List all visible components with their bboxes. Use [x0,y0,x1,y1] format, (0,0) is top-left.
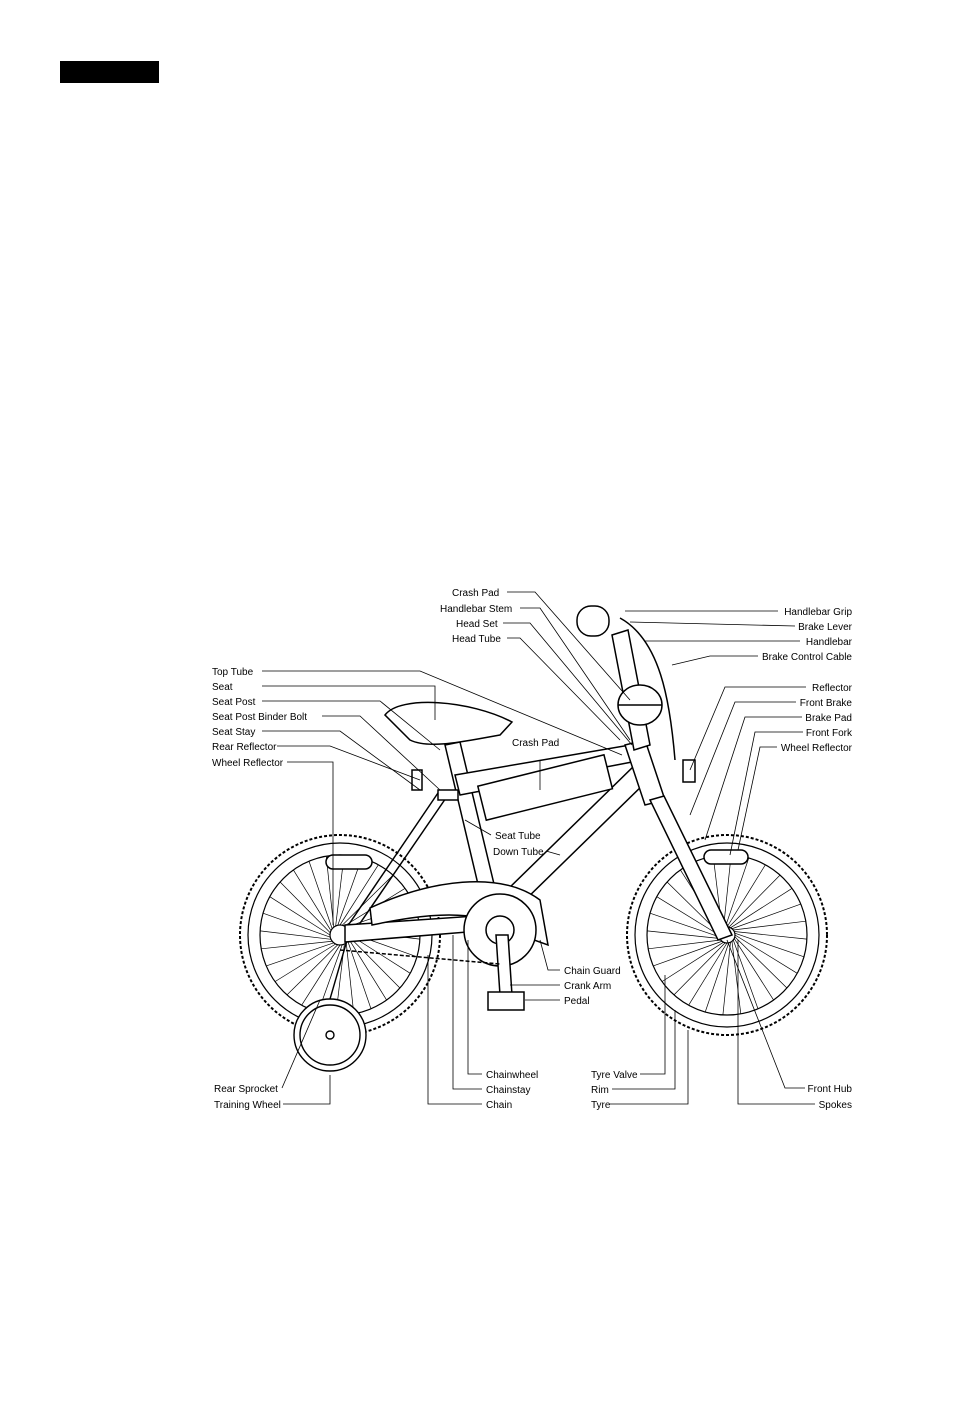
spoke [733,920,806,931]
spoke [731,941,742,1014]
spoke [260,930,332,940]
spoke [349,936,401,989]
label-training-wheel: Training Wheel [214,1100,281,1111]
spoke [262,912,331,938]
training-wheel [293,929,367,1072]
spoke [347,941,372,1009]
label-seat-stay: Seat Stay [212,727,255,738]
spoke [656,896,720,936]
label-head-tube: Head Tube [452,634,501,645]
spoke [653,940,723,967]
label-seat-post: Seat Post [212,697,256,708]
spoke [293,869,332,931]
label-front-brake: Front Brake [800,698,853,709]
header-bar [60,61,159,83]
label-handlebar-grip: Handlebar Grip [784,607,852,618]
label-seat: Seat [212,682,233,693]
spoke [726,864,766,928]
label-rear-sprocket: Rear Sprocket [214,1084,278,1095]
spoke [704,942,730,1013]
label-brake-pad: Brake Pad [805,713,852,724]
spoke [661,941,724,982]
label-seat-post-binder-bolt: Seat Post Binder Bolt [212,712,307,723]
spoke [325,856,335,928]
label-crank-arm: Crank Arm [564,981,611,992]
spoke [688,942,728,1006]
label-wheel-reflector-rear: Wheel Reflector [212,758,284,769]
spoke [648,939,721,950]
spoke [649,912,720,938]
label-chain: Chain [486,1100,512,1111]
label-tyre-valve: Tyre Valve [591,1070,638,1081]
label-front-fork: Front Fork [806,728,853,739]
spoke [269,896,331,936]
label-front-hub: Front Hub [808,1084,853,1095]
leader-lines [262,591,815,1105]
spoke [266,942,334,967]
spoke [341,874,394,926]
label-rear-reflector: Rear Reflector [212,742,277,753]
label-brake-control-cable: Brake Control Cable [762,652,852,663]
spoke [301,944,341,1006]
label-handlebar-stem: Handlebar Stem [440,604,512,615]
spoke [279,881,331,934]
label-chain-guard: Chain Guard [564,966,621,977]
spoke [722,942,731,1015]
spoke [731,903,801,930]
spoke [733,938,774,1001]
label-head-set: Head Set [456,619,498,630]
label-chainwheel: Chainwheel [486,1070,538,1081]
spoke [339,864,379,926]
label-tyre: Tyre [591,1100,611,1111]
label-brake-lever: Brake Lever [798,622,853,633]
label-wheel-reflector-front: Wheel Reflector [781,743,853,754]
spoke [348,939,387,1001]
spoke [734,931,807,940]
label-crash-pad-top: Crash Pad [452,588,499,599]
label-reflector: Reflector [812,683,853,694]
spoke [286,944,339,996]
label-spokes: Spokes [819,1100,852,1111]
label-seat-tube: Seat Tube [495,831,541,842]
spoke [308,861,333,929]
spoke [723,855,732,928]
label-handlebar: Handlebar [806,637,853,648]
label-chainstay: Chainstay [486,1085,530,1096]
bicycle-frame [325,605,749,1011]
label-top-tube: Top Tube [212,667,254,678]
spoke [732,939,759,1009]
spoke [734,936,788,989]
spoke [274,943,336,982]
label-crash-pad-middle: Crash Pad [512,738,559,749]
label-down-tube: Down Tube [493,847,544,858]
spoke [724,857,750,928]
spoke [261,940,333,950]
spoke [734,934,798,974]
spoke [734,932,805,958]
spoke [345,942,355,1014]
spoke [647,930,720,939]
spoke [730,888,793,929]
label-pedal: Pedal [564,996,590,1007]
label-rim: Rim [591,1085,609,1096]
spoke [673,942,726,996]
spoke [728,874,781,928]
